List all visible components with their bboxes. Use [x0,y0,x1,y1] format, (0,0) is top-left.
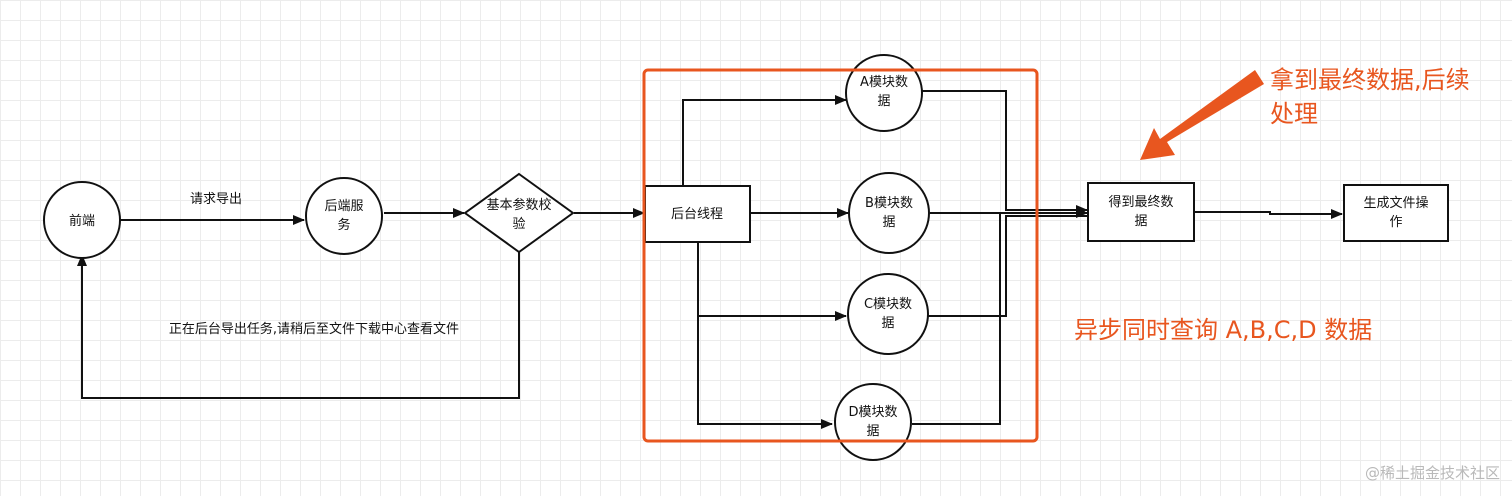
final-data-label-2: 据 [1134,214,1147,229]
final-annotation-line-1: 拿到最终数据,后续 [1270,66,1470,94]
request-export-label: 请求导出 [190,192,242,207]
module-b-node [848,172,930,254]
param-check-label-2: 验 [512,216,525,232]
module-a-label-2: 据 [877,94,890,109]
gen-file-label-2: 作 [1389,215,1402,230]
param-check-node [463,172,575,254]
gen-file-label-1: 生成文件操 [1363,195,1428,211]
async-highlight-box [642,68,1039,443]
edge-c-final [928,215,1087,317]
edge-thread-d [697,242,833,429]
module-d-node [834,383,912,461]
module-d-label-1: D模块数 [848,405,897,420]
module-b-label-1: B模块数 [865,196,913,211]
frontend-label: 前端 [69,213,95,229]
module-a-label-1: A模块数 [860,75,908,90]
module-d-label-2: 据 [866,424,879,439]
module-a-node [845,54,923,132]
gen-file-node [1343,184,1449,242]
edge-check-frontend [77,252,520,399]
backend-service-label-1: 后端服 [324,199,363,214]
edge-thread-c [697,242,847,321]
module-b-label-2: 据 [882,215,895,230]
edge-thread-a [682,95,847,186]
watermark-text: @稀土掘金技术社区 [1365,464,1500,482]
frontend-node [43,181,121,259]
module-c-label-1: C模块数 [864,297,912,312]
bg-thread-label: 后台线程 [671,207,723,222]
param-check-label-1: 基本参数校 [486,197,551,213]
exporting-message-label: 正在后台导出任务,请稍后至文件下载中心查看文件 [169,321,459,337]
bg-thread-node [644,185,751,243]
async-query-annotation: 异步同时查询 A,B,C,D 数据 [1074,316,1372,344]
edge-a-final [922,90,1088,215]
module-c-node [847,273,929,355]
backend-service-label-2: 务 [337,217,350,233]
module-c-label-2: 据 [881,316,894,331]
annotation-arrow-icon [1140,70,1264,160]
backend-service-node [305,177,383,255]
edge-d-final [912,212,1087,425]
final-data-label-1: 得到最终数 [1108,194,1173,210]
final-data-node [1087,182,1195,242]
edge-final-genfile [1194,209,1343,219]
final-annotation-line-2: 处理 [1270,100,1318,128]
